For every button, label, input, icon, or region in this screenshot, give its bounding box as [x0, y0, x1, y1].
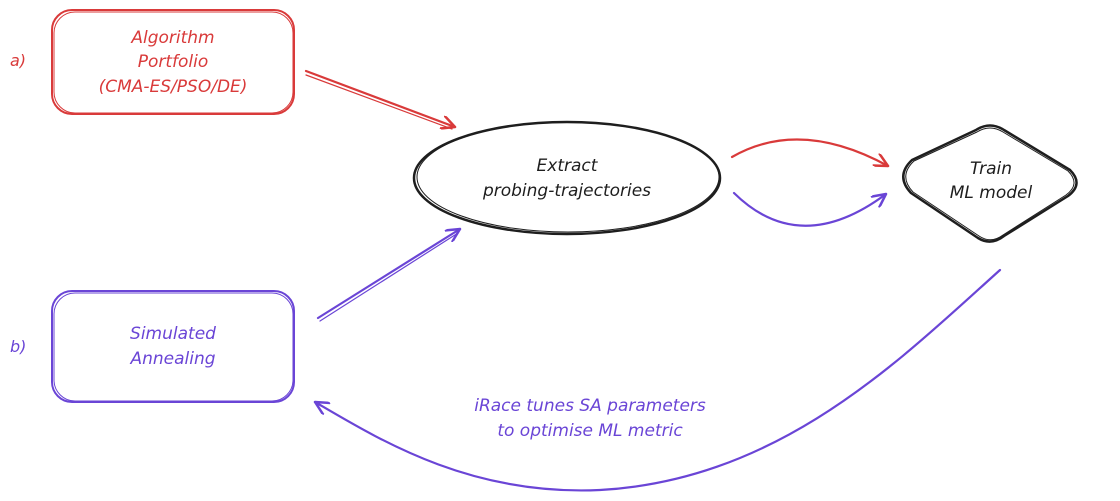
train-label-line1: Train: [970, 159, 1012, 179]
row-label-b: b): [10, 337, 26, 356]
annealing-label-line1: Simulated: [130, 324, 216, 344]
portfolio-label-line1: Algorithm: [130, 28, 214, 48]
simulated-annealing-node: Simulated Annealing: [51, 290, 295, 403]
portfolio-label-line3: (CMA-ES/PSO/DE): [99, 77, 248, 97]
extract-trajectories-node: Extract probing-trajectories: [412, 120, 722, 236]
arrow-portfolio-to-extract: [304, 69, 455, 129]
extract-label-line2: probing-trajectories: [482, 181, 651, 201]
loop-label-line2: to optimise ML metric: [497, 421, 683, 441]
portfolio-label-line2: Portfolio: [138, 52, 209, 72]
arrow-train-to-annealing: [315, 268, 1002, 492]
row-label-a: a): [10, 51, 26, 70]
arrow-extract-to-train-red: [730, 138, 888, 166]
arrow-extract-to-train-purple: [732, 191, 886, 227]
extract-label-line1: Extract: [537, 156, 599, 176]
arrow-annealing-to-extract: [316, 229, 460, 322]
train-ml-model-node: Train ML model: [902, 124, 1078, 243]
loop-label-line1: iRace tunes SA parameters: [474, 396, 706, 416]
train-label-line2: ML model: [950, 183, 1033, 203]
algorithm-portfolio-node: Algorithm Portfolio (CMA-ES/PSO/DE): [51, 9, 295, 115]
annealing-label-line2: Annealing: [129, 349, 215, 369]
